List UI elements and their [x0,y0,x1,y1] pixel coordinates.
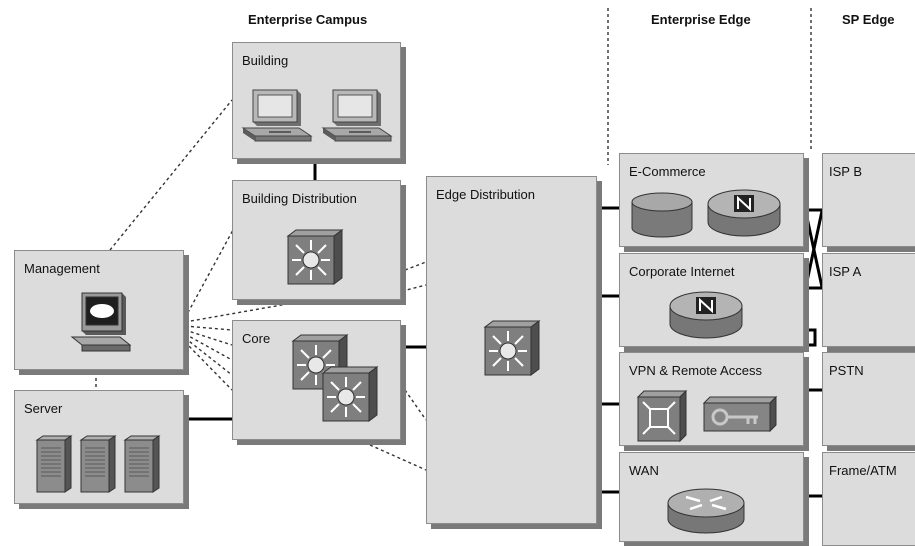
firewall-icon [706,188,784,240]
isp-a-module: ISP A [822,253,915,347]
enterprise-edge-header: Enterprise Edge [651,12,751,27]
wan-module: WAN [619,452,804,542]
building-distribution-label: Building Distribution [242,191,357,206]
database-icon [630,192,694,240]
server-icon [123,434,163,494]
frame-atm-module: Frame/ATM [822,452,915,546]
workstation-icon [319,88,393,148]
isp-b-label: ISP B [829,164,863,179]
building-distribution-module: Building Distribution [232,180,401,300]
isp-b-module: ISP B [822,153,915,247]
management-module: Management [14,250,184,370]
router-icon [666,487,746,537]
vpn-remote-access-module: VPN & Remote Access [619,352,804,446]
multilayer-switch-icon [321,365,381,425]
frame-atm-label: Frame/ATM [829,463,897,478]
building-label: Building [242,53,289,68]
core-module: Core [232,320,401,440]
network-management-station-icon [70,291,132,357]
edge-distribution-label: Edge Distribution [436,187,535,202]
pstn-module: PSTN [822,352,915,446]
sp-edge-header: SP Edge [842,12,895,27]
vpn-remote-access-label: VPN & Remote Access [629,363,762,378]
corporate-internet-module: Corporate Internet [619,253,804,347]
workstation-icon [239,88,313,148]
multilayer-switch-icon [483,319,543,379]
corporate-internet-label: Corporate Internet [629,264,735,279]
building-module: Building [232,42,401,159]
core-label: Core [242,331,271,346]
pstn-label: PSTN [829,363,864,378]
server-icon [35,434,75,494]
wan-label: WAN [629,463,659,478]
isp-a-label: ISP A [829,264,862,279]
enterprise-campus-header: Enterprise Campus [248,12,368,27]
e-commerce-label: E-Commerce [629,164,706,179]
vpn-concentrator-icon [636,389,690,443]
edge-distribution-module: Edge Distribution [426,176,597,524]
e-commerce-module: E-Commerce [619,153,804,247]
firewall-icon [668,290,746,342]
server-label: Server [24,401,63,416]
server-icon [79,434,119,494]
management-label: Management [24,261,100,276]
server-module: Server [14,390,184,504]
key-icon [702,395,778,433]
multilayer-switch-icon [286,228,346,288]
